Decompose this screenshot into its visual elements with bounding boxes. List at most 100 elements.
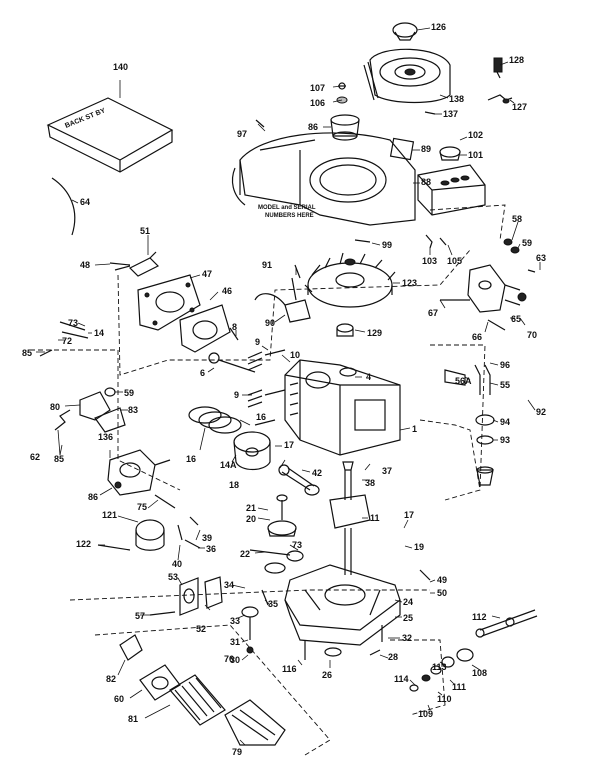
label-33: 33 [230,616,240,626]
linkage-73-14 [59,321,89,339]
choke-59 [104,387,116,397]
piston [233,431,271,471]
dash-outline-oil [430,344,486,501]
label-47: 47 [202,269,212,279]
label-73b: 73 [292,540,302,550]
dash-outline-upper [117,249,471,376]
valve-6 [208,352,256,373]
starter-cup [330,114,360,141]
crankshaft [329,461,371,575]
label-88: 88 [421,177,431,187]
label-16a: 16 [256,412,266,422]
muffler-cap [439,146,461,161]
label-14a: 14A [220,460,237,470]
air-filter-cover: BACK ST BY [46,97,174,173]
label-58: 58 [512,214,522,224]
nut-86b [114,481,122,489]
label-55: 55 [500,380,510,390]
crankcase-base [284,564,401,646]
clip-57 [149,611,176,616]
valve-springs [247,349,286,408]
blower-housing [239,132,416,226]
label-128: 128 [509,55,524,65]
label-59: 59 [522,238,532,248]
label-30: 30 [230,655,240,665]
label-46: 46 [222,286,232,296]
starter-handle [392,22,418,41]
label-24: 24 [403,597,413,607]
nut-85 [39,349,53,357]
part-labels: 126 128 127 140 107 106 138 137 97 86 10… [22,22,546,757]
label-70: 70 [527,330,537,340]
label-18: 18 [229,480,239,490]
label-91: 91 [262,260,272,270]
label-76: 76 [224,654,234,664]
label-85: 85 [22,348,32,358]
label-51: 51 [140,226,150,236]
flywheel [304,252,396,308]
label-38: 38 [365,478,375,488]
bolt-63 [527,269,536,273]
label-50: 50 [437,588,447,598]
label-83: 83 [128,405,138,415]
dash-outline-lower [69,589,430,601]
label-116: 116 [282,664,297,674]
label-31: 31 [230,637,240,647]
label-64: 64 [80,197,90,207]
label-105: 105 [447,256,462,266]
label-111: 111 [452,682,466,692]
clips-103-105 [425,234,447,249]
label-72: 72 [62,336,72,346]
screw-36 [184,539,201,549]
label-122: 122 [76,539,91,549]
label-8: 8 [232,322,237,332]
label-65: 65 [511,314,521,324]
label-89: 89 [421,144,431,154]
governor-parts [241,589,269,654]
muffler [417,164,486,216]
label-28: 28 [388,652,398,662]
label-49: 49 [437,575,447,585]
model-note-line1: MODEL and SERIAL [258,205,316,211]
cam-gear [267,494,297,537]
label-82: 82 [106,674,116,684]
label-129: 129 [367,328,382,338]
label-17: 17 [284,440,294,450]
label-107: 107 [310,83,325,93]
label-35: 35 [268,599,278,609]
cylinder-head [137,274,201,331]
small-part-58 [503,238,520,254]
spring-75 [154,494,176,509]
label-52: 52 [196,624,206,634]
model-serial-note: MODEL and SERIAL NUMBERS HERE [231,167,316,219]
screen-part [389,137,415,161]
spring-66 [487,319,506,331]
bolt-48 [109,262,131,266]
label-86b: 86 [88,492,98,502]
label-14: 14 [94,328,104,338]
pto-gears [409,648,474,692]
label-113: 113 [432,662,447,672]
label-109: 109 [418,709,433,719]
bolt-99 [354,239,371,243]
governor-bracket [467,264,527,313]
leader-lines [36,27,541,746]
piston-rings [188,406,242,434]
label-6: 6 [200,368,205,378]
label-126: 126 [431,22,446,32]
dash-outline-left [30,349,181,491]
label-19: 19 [414,542,424,552]
label-79: 79 [232,747,242,757]
bolt-91 [294,264,301,279]
label-108: 108 [472,668,487,678]
label-81: 81 [128,714,138,724]
model-note-line2: NUMBERS HERE [265,213,314,219]
label-90: 90 [265,318,275,328]
connecting-rod [278,464,320,496]
primer-bulb [135,519,165,551]
label-66: 66 [472,332,482,342]
label-110: 110 [437,694,452,704]
filter-cover-79 [224,699,286,746]
label-21: 21 [246,503,256,513]
bushing-129 [336,323,354,337]
